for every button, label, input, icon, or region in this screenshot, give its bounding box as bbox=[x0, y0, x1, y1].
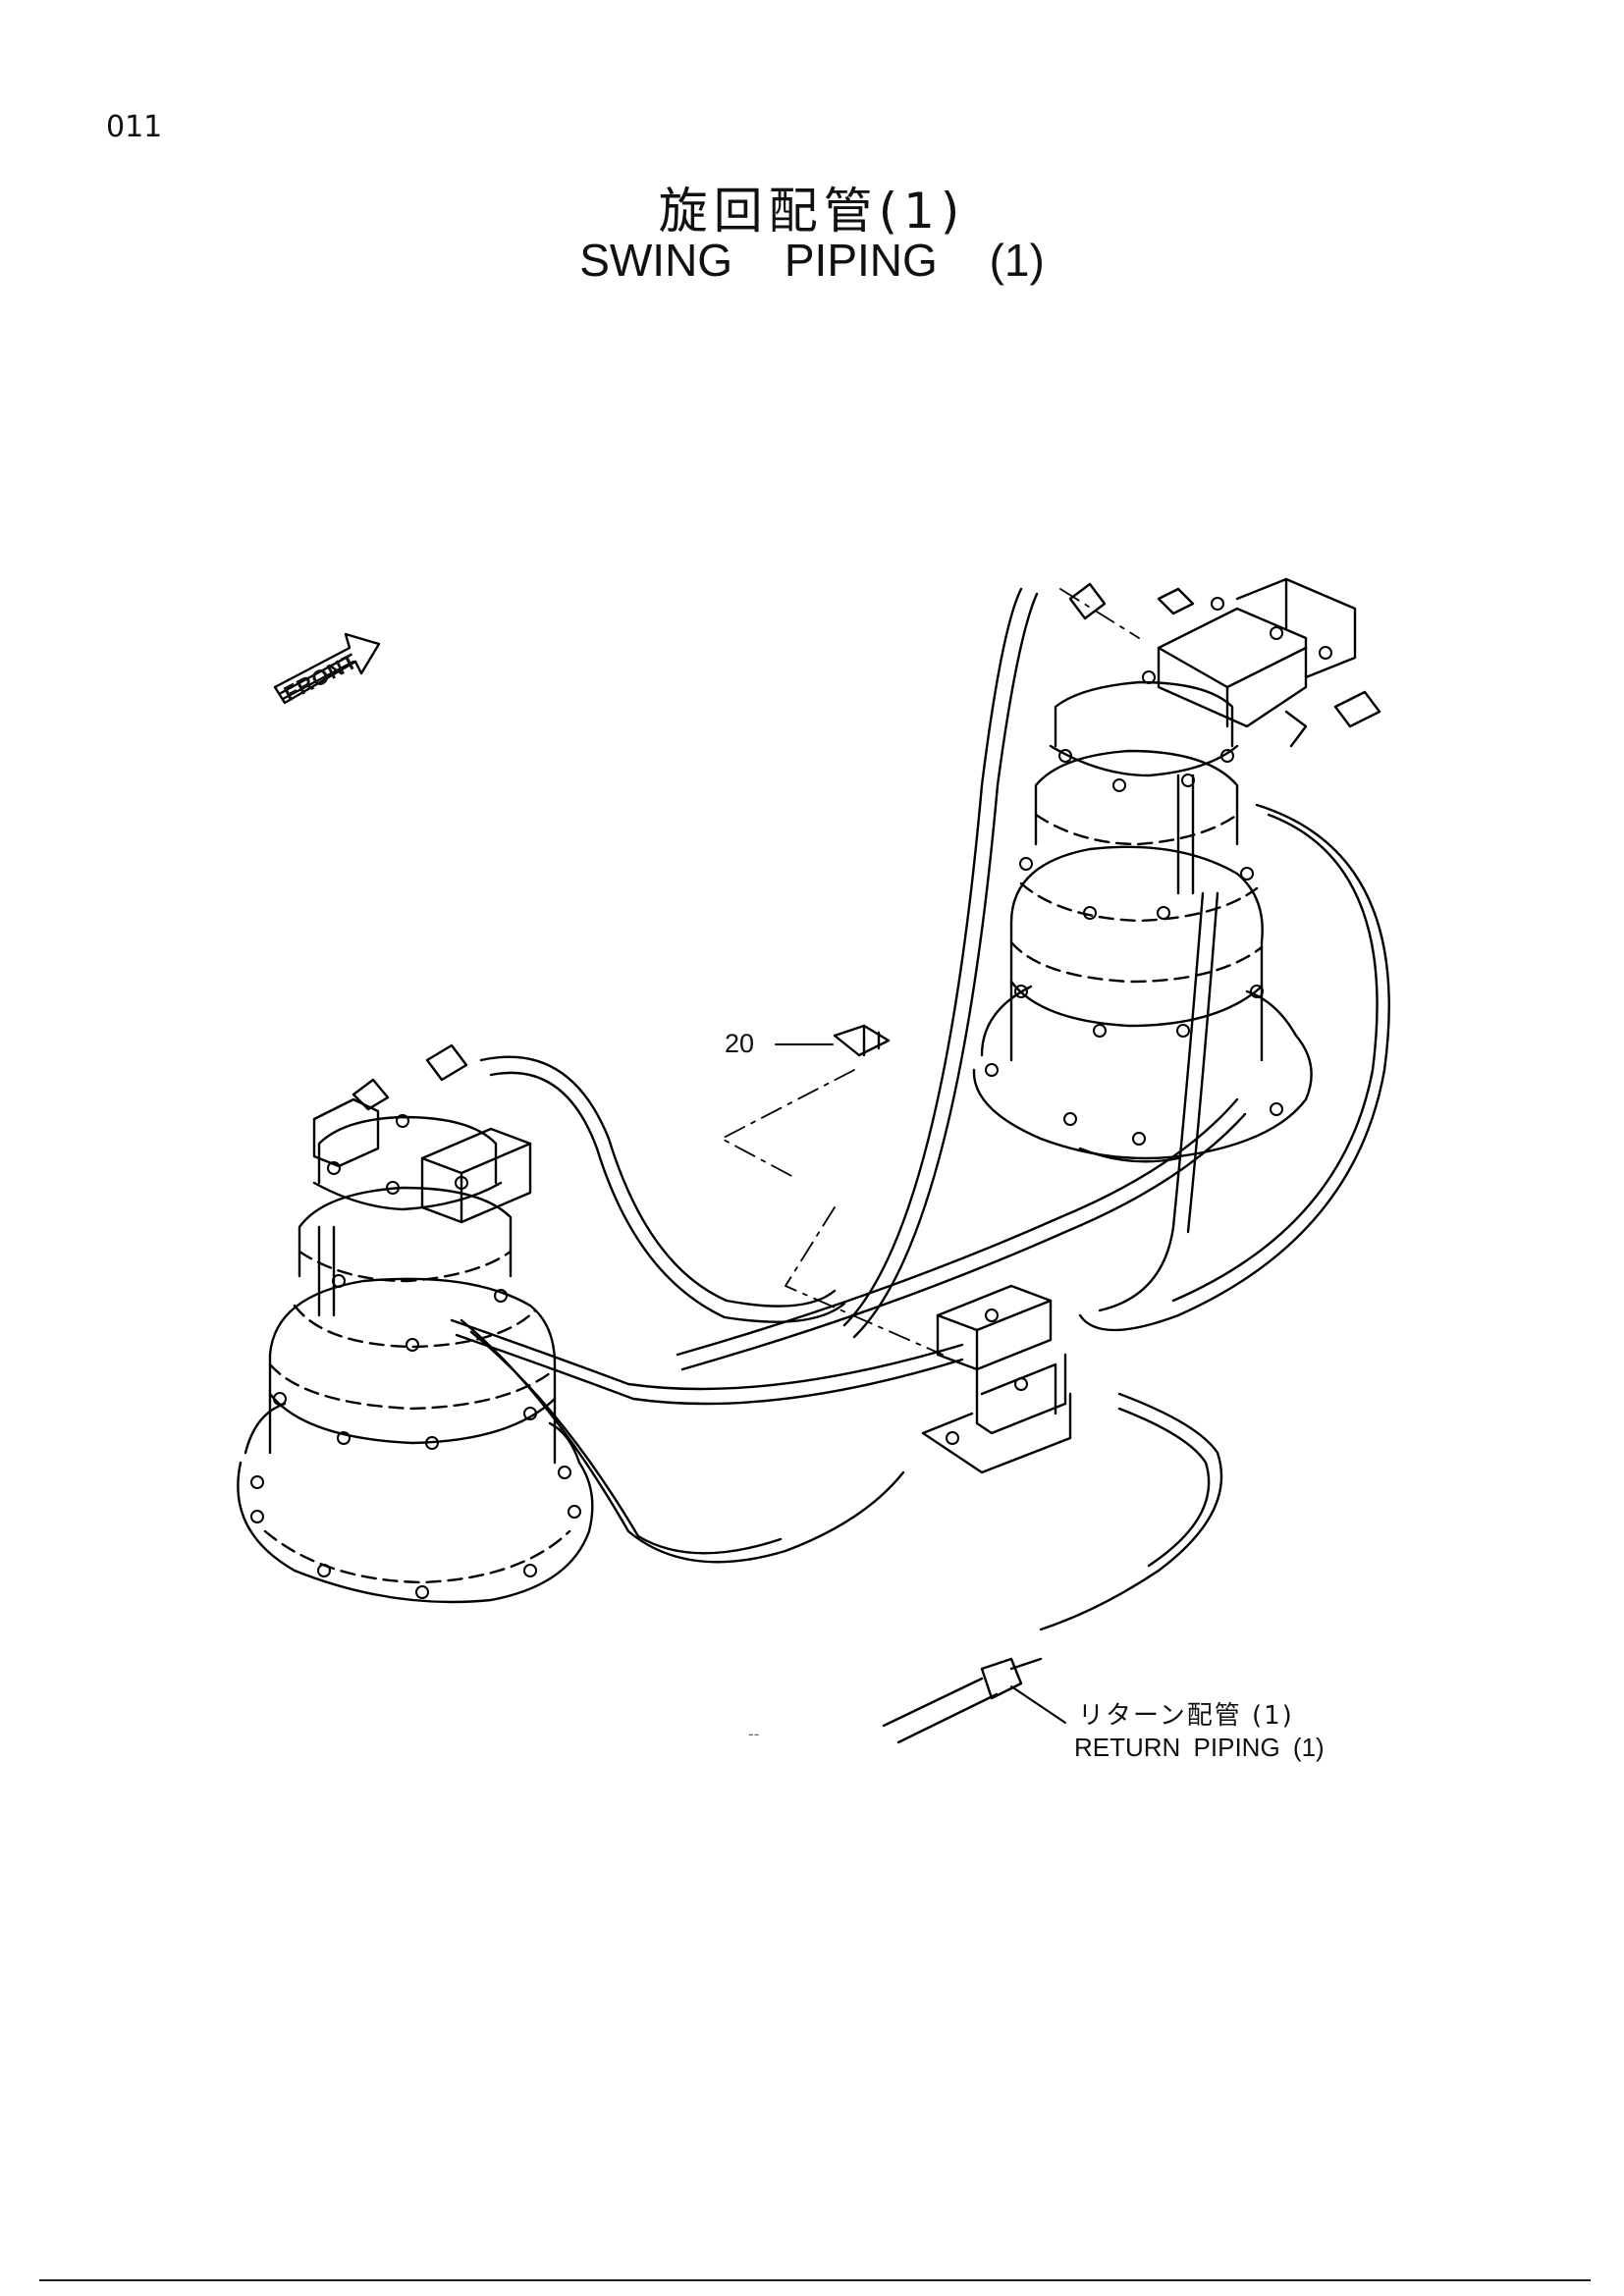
swing-motor-right bbox=[972, 577, 1381, 1163]
callout-20: 20 bbox=[725, 1029, 755, 1058]
title-japanese: 旋回配管(1) bbox=[658, 183, 966, 240]
title-english: SWING PIPING (1) bbox=[579, 235, 1045, 286]
return-piping-label-jp: リターン配管 (1) bbox=[1078, 1701, 1294, 1731]
front-arrow-icon bbox=[273, 632, 381, 705]
fitting-20 bbox=[833, 1024, 891, 1057]
hoses bbox=[450, 587, 1390, 1744]
swing-motor-left bbox=[237, 1043, 594, 1604]
dash-mark: -- bbox=[748, 1725, 760, 1743]
return-piping-label-en: RETURN PIPING (1) bbox=[1074, 1733, 1325, 1762]
page-number: 011 bbox=[106, 110, 163, 144]
bottom-rule bbox=[39, 2279, 1591, 2281]
center-valve-block bbox=[921, 1284, 1072, 1474]
